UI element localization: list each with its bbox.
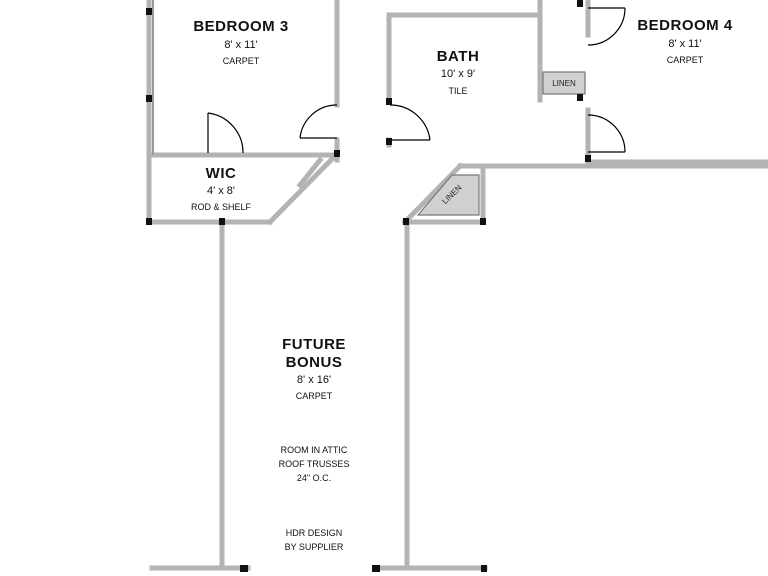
hall-walls: [401, 162, 486, 226]
bath-walls: [386, 0, 543, 148]
bonus-note-line4: HDR DESIGN: [285, 528, 343, 538]
bonus-title-line1: FUTURE: [282, 336, 346, 353]
wic-title: WIC: [205, 165, 237, 182]
wall-posts: [146, 0, 591, 572]
bonus-note-line1: ROOM IN ATTIC: [280, 445, 348, 455]
linen-closet-bath: [542, 71, 586, 95]
door-bedroom-3-hall: [299, 104, 338, 139]
door-bedroom-4-top: [587, 7, 626, 46]
wic-size: 4' x 8': [206, 185, 236, 197]
door-bath: [389, 104, 431, 141]
bedroom-3-title: BEDROOM 3: [193, 18, 289, 35]
bath-floor: TILE: [448, 86, 468, 96]
bedroom-3-size: 8' x 11': [224, 39, 258, 51]
bedroom-3-walls: [146, 0, 340, 225]
bedroom-4-floor: CARPET: [666, 55, 704, 65]
bonus-note-line5: BY SUPPLIER: [284, 542, 344, 552]
bath-title: BATH: [436, 48, 480, 65]
wic-walls: [146, 154, 337, 226]
door-bedroom-4: [587, 114, 626, 153]
linen-closet-hall: [416, 174, 480, 216]
door-bedroom-3: [207, 112, 244, 154]
bonus-title-line2: BONUS: [285, 354, 343, 371]
bonus-note-line3: 24" O.C.: [296, 473, 332, 483]
bonus-size: 8' x 16': [296, 374, 332, 386]
linen-bath-label: LINEN: [552, 79, 576, 88]
wic-floor: ROD & SHELF: [190, 202, 252, 212]
bedroom-4-size: 8' x 11': [668, 38, 702, 50]
bedroom-4-title: BEDROOM 4: [637, 17, 733, 34]
bonus-note-line2: ROOF TRUSSES: [278, 459, 350, 469]
bath-size: 10' x 9': [440, 68, 476, 80]
bonus-floor: CARPET: [295, 391, 333, 401]
bedroom-3-floor: CARPET: [222, 56, 260, 66]
bonus-room-walls: [149, 219, 488, 571]
